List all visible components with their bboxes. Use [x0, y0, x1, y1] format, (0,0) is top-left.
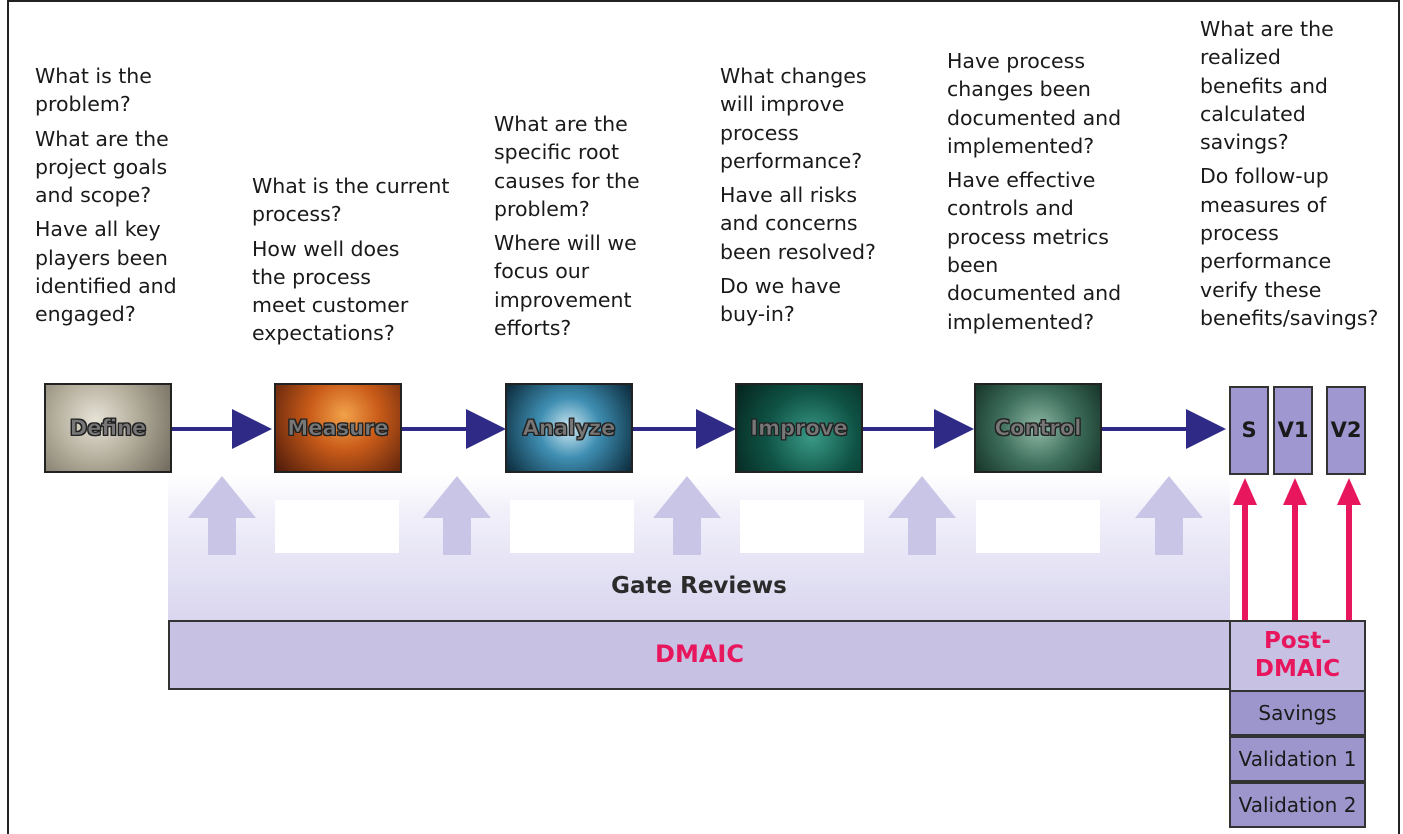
improve-questions: What changes will improve process perfor… — [720, 0, 895, 335]
gate-arrow-up — [1135, 476, 1203, 555]
phase-define: Define — [44, 383, 172, 473]
question: Where will we focus our improvement effo… — [494, 231, 637, 341]
phase-measure: Measure — [274, 383, 402, 473]
post-dmaic-questions: What are the realized benefits and calcu… — [1200, 0, 1395, 338]
validation-arrow-head — [1283, 478, 1307, 505]
question: What are the specific root causes for th… — [494, 112, 640, 221]
phase-improve: Improve — [735, 383, 863, 473]
validation-1-row: Validation 1 — [1229, 736, 1366, 782]
band-gap — [275, 500, 399, 553]
dmaic-label: DMAIC — [655, 640, 744, 668]
savings-row: Savings — [1229, 690, 1366, 736]
phase-label: Analyze — [522, 416, 616, 441]
gate-arrow-up — [888, 476, 956, 555]
post-dmaic-box: Post- DMAIC — [1229, 620, 1366, 692]
validation-arrows — [1233, 478, 1361, 620]
phase-label: Improve — [750, 416, 848, 441]
gate-arrow-up — [653, 476, 721, 555]
band-gap — [510, 500, 634, 553]
define-questions: What is the problem? What are the projec… — [35, 0, 205, 335]
gate-arrow-up — [423, 476, 491, 555]
question: Have all key players been identified and… — [35, 217, 177, 327]
dmaic-bar — [168, 620, 1231, 690]
validation-arrow-head — [1233, 478, 1257, 505]
validation-2-row: Validation 2 — [1229, 782, 1366, 828]
post-dmaic-label: Post- DMAIC — [1254, 628, 1341, 682]
question: Have effective controls and process metr… — [947, 168, 1122, 334]
question: How well does the process meet customer … — [252, 236, 409, 346]
gate-arrow-up — [188, 476, 256, 555]
analyze-questions: What are the specific root causes for th… — [494, 0, 654, 348]
phase-label: Define — [69, 416, 147, 441]
band-gap — [740, 500, 864, 553]
question: What are the project goals and scope? — [35, 126, 169, 208]
savings-box: S — [1229, 386, 1269, 475]
control-questions: Have process changes been documented and… — [947, 0, 1132, 342]
phase-analyze: Analyze — [505, 383, 633, 473]
diagram-frame — [7, 0, 1400, 834]
question: Have all risks and concerns been resolve… — [720, 183, 876, 264]
question: What are the realized benefits and calcu… — [1200, 17, 1334, 155]
band-gap — [976, 500, 1100, 553]
phase-label: Control — [994, 416, 1082, 441]
question: Have process changes been documented and… — [947, 49, 1122, 158]
validation-arrow-head — [1337, 478, 1361, 505]
gate-reviews-label: Gate Reviews — [611, 573, 787, 599]
question: Do we have buy-in? — [720, 274, 842, 327]
phase-label: Measure — [287, 416, 389, 441]
question: What is the current process? — [252, 174, 450, 227]
question: Do follow-up measures of process perform… — [1200, 164, 1379, 330]
measure-questions: What is the current process? How well do… — [252, 0, 452, 354]
validation-1-box: V1 — [1273, 386, 1313, 475]
validation-2-box: V2 — [1326, 386, 1366, 475]
question: What changes will improve process perfor… — [720, 64, 867, 173]
question: What is the problem? — [35, 64, 152, 117]
gate-arrows — [188, 476, 1203, 555]
phase-control: Control — [974, 383, 1102, 473]
